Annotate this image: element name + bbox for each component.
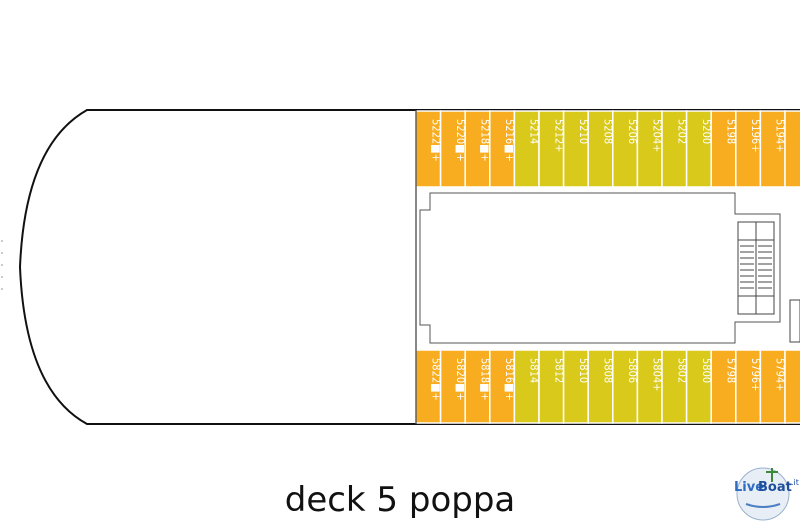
globe-icon <box>736 467 790 521</box>
cabin-cell <box>513 110 540 188</box>
cabin-cell <box>489 110 516 188</box>
cabin-number: 5798 <box>725 358 738 383</box>
cabin-number: 5814 <box>528 358 541 383</box>
cabin-number: 5204+ <box>651 119 664 152</box>
cabin-cell <box>612 349 639 424</box>
cabin-number: 5210 <box>577 119 590 144</box>
cabin-cell <box>685 110 712 188</box>
cabin-number: 5800 <box>700 358 713 383</box>
cabin-number: 5202 <box>675 119 688 144</box>
cabin-cell <box>489 349 516 424</box>
cabin-number: 5212+ <box>552 119 565 152</box>
cabin-number: 5194+ <box>774 119 787 152</box>
cabin-number: 5806 <box>626 358 639 383</box>
cabin-cell <box>464 349 491 424</box>
cabin-cell <box>759 110 786 188</box>
staircase <box>737 221 800 343</box>
cabin-cell <box>513 349 540 424</box>
cabin-number: 5222■+ <box>429 119 442 162</box>
cabin-cell <box>784 349 800 424</box>
central-area-outline <box>415 187 781 350</box>
deck-caption: deck 5 poppa <box>284 480 516 520</box>
cabin-number: 5804+ <box>651 358 664 391</box>
cabin-number: 5208 <box>602 119 615 144</box>
cabin-cell <box>415 110 442 188</box>
cabin-cell <box>439 110 466 188</box>
cabin-cell <box>735 110 762 188</box>
cabin-number: 5216■+ <box>503 119 516 162</box>
cabin-number: 5816■+ <box>503 358 516 401</box>
liveboat-logo: Live Boat .it <box>728 458 799 524</box>
cabin-number: 5794+ <box>774 358 787 391</box>
cabin-number: 5808 <box>602 358 615 383</box>
cabin-number: 5818■+ <box>479 358 492 401</box>
upper-cabins: 5222■+ 5220■+ 5218■+ 5216■+ 5214 5212+ 5210 520… <box>415 110 800 188</box>
cabin-number: 5192+ <box>798 119 800 152</box>
lower-cabins: 5822■+ 5820■+ 5818■+ 5816■+ 5814 5812 5810 5808… <box>415 349 800 424</box>
cabin-cell <box>636 110 663 188</box>
cabin-cell <box>439 349 466 424</box>
cabin-number: 5218■+ <box>479 119 492 162</box>
cabin-number: 5198 <box>725 119 738 144</box>
cabin-cell <box>562 110 589 188</box>
cabin-number: 5812 <box>552 358 565 383</box>
cabin-number: 5810 <box>577 358 590 383</box>
logo-live-text: Live <box>734 480 765 495</box>
cabin-cell <box>661 110 688 188</box>
cabin-number: 5796+ <box>749 358 762 391</box>
cabin-cell <box>661 349 688 424</box>
hull-outline <box>18 109 800 425</box>
cabin-number: 5820■+ <box>454 358 467 401</box>
cabin-cell <box>710 349 737 424</box>
cabin-cell <box>784 110 800 188</box>
cabin-number: 5214 <box>528 119 541 144</box>
logo-boat-text: Boat <box>758 480 792 495</box>
cabin-number: 5822■+ <box>429 358 442 401</box>
cabin-number: 5200 <box>700 119 713 144</box>
cabin-number: 5802 <box>675 358 688 383</box>
cabin-cell <box>587 349 614 424</box>
cabin-number: 5220■+ <box>454 119 467 162</box>
cabin-number: 5206 <box>626 119 639 144</box>
cabin-number: 5792+ <box>798 358 800 391</box>
logo-tld-text: .it <box>791 478 799 487</box>
cabin-number: 5196+ <box>749 119 762 152</box>
